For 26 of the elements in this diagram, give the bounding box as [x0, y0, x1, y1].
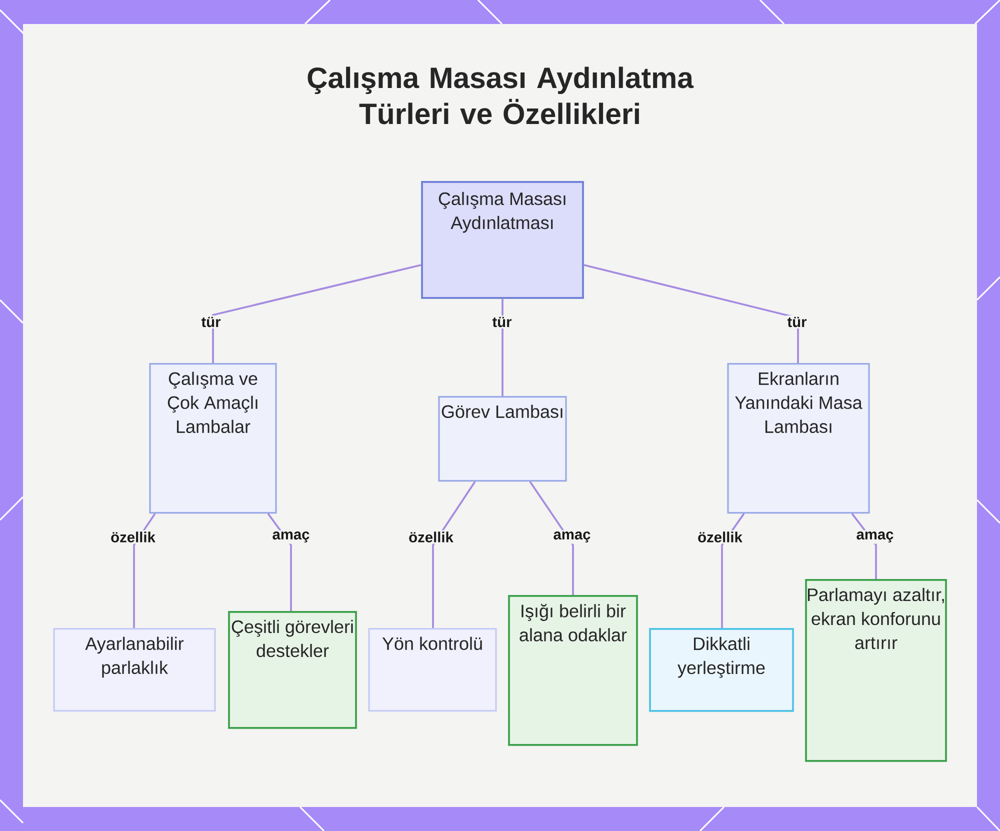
edge-label: tür — [786, 316, 808, 328]
feature-box: Dikkatli yerleştirme — [649, 628, 794, 712]
feature-box: Ayarlanabilir parlaklık — [53, 628, 216, 712]
edge-label: amaç — [552, 530, 592, 544]
purpose-box: Çeşitli görevleri destekler — [228, 611, 357, 729]
category-box: Çalışma ve Çok Amaçlı Lambalar — [149, 363, 277, 514]
category-box: Ekranların Yanındaki Masa Lambası — [727, 363, 870, 514]
edge-label: özellik — [109, 530, 157, 544]
connector-line — [212, 264, 422, 363]
title: Çalışma Masası Aydınlatma Türleri ve Özellikleri — [308, 66, 694, 124]
category-box: Görev Lambası — [438, 396, 567, 482]
edge-label: özellik — [407, 530, 455, 544]
edge-label: amaç — [270, 530, 312, 544]
connector-line — [502, 298, 504, 396]
connector-line — [432, 481, 476, 628]
purpose-box: Işığı belirli bir alana odaklar — [508, 595, 638, 746]
edge-label: tür — [200, 316, 222, 328]
connector-line — [584, 264, 799, 363]
feature-box: Yön kontrolü — [368, 628, 497, 712]
edge-label: amaç — [854, 530, 896, 544]
concept-box: Çalışma Masası Aydınlatması — [421, 181, 584, 299]
connector-line — [133, 513, 156, 628]
purpose-box: Parlamayı azaltır, ekran konforunu artırır — [805, 579, 947, 762]
connector-line — [529, 481, 574, 595]
edge-label: tür — [490, 316, 514, 328]
edge-label: özellik — [696, 530, 744, 544]
